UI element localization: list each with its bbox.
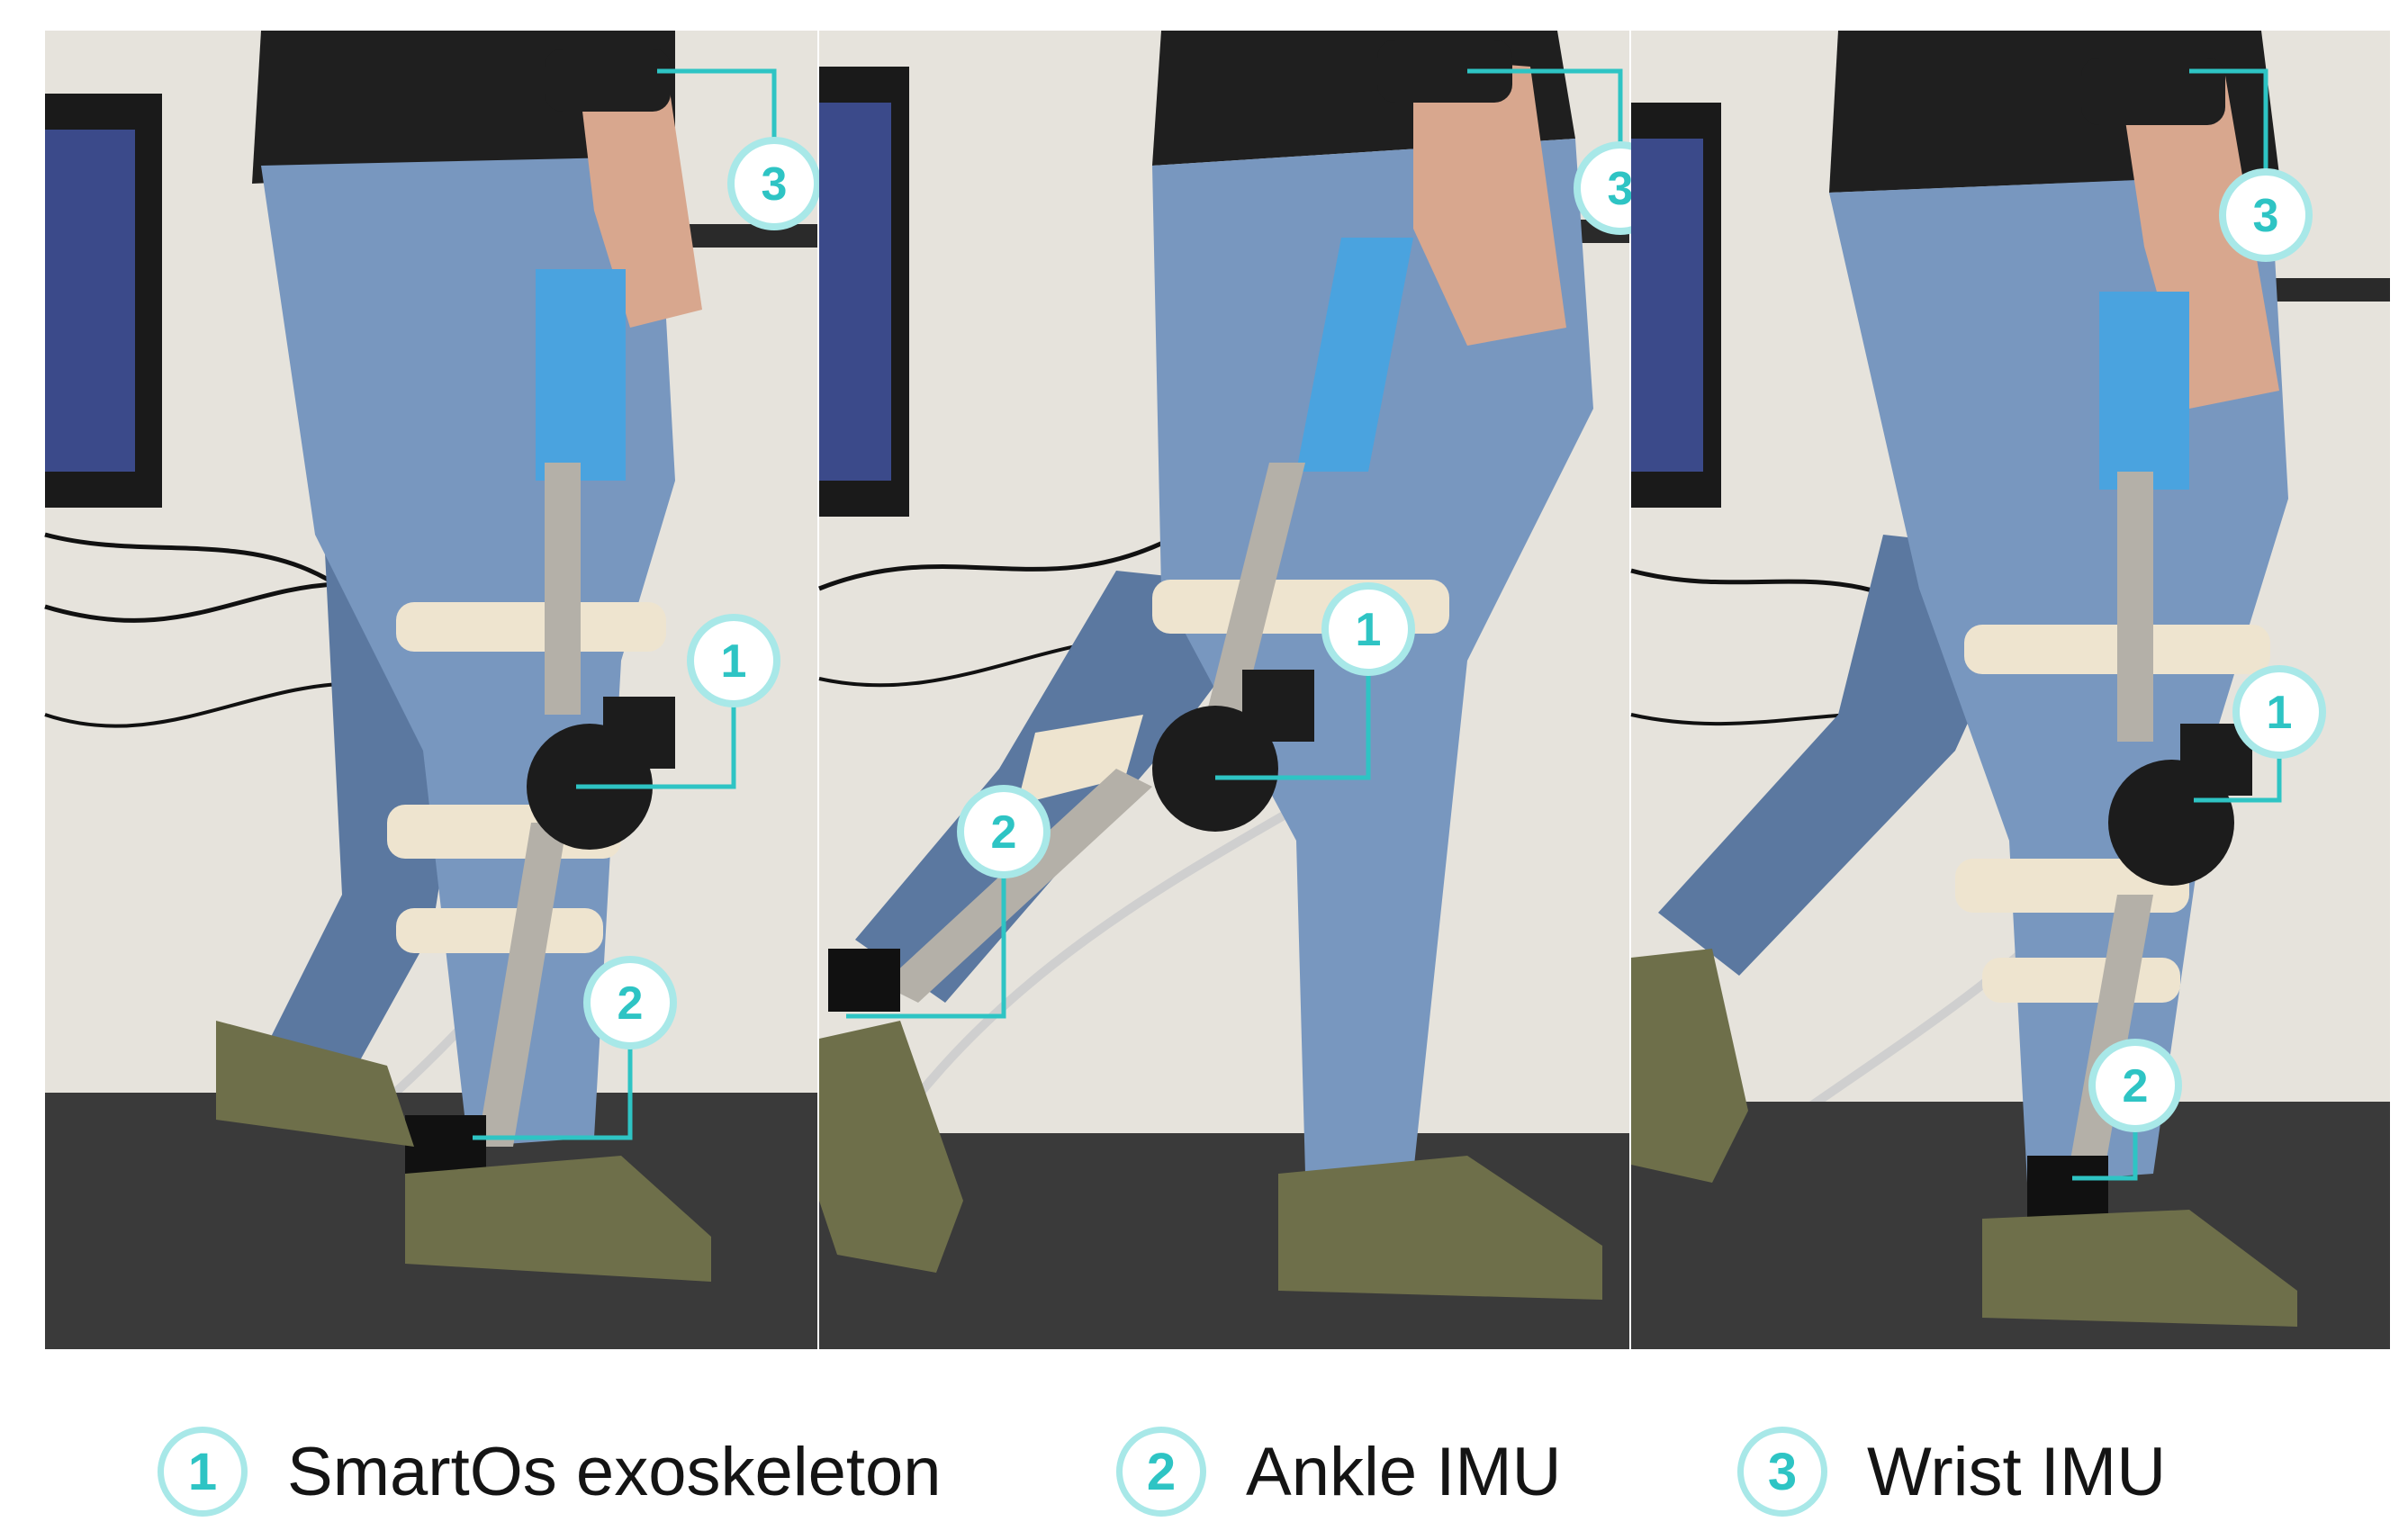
exo-driver (603, 697, 675, 769)
ankle-imu (828, 949, 900, 1012)
number-circle-icon: 1 (158, 1427, 248, 1517)
arm (2117, 67, 2279, 409)
thigh-foam (2099, 292, 2189, 490)
callout-1-badge: 1 (687, 614, 780, 707)
thigh-strap (396, 602, 666, 652)
callout-1-number: 1 (1356, 604, 1382, 656)
legend-item-ankle-imu: 2 Ankle IMU (1116, 1422, 1562, 1521)
legend-item-wrist-imu: 3 Wrist IMU (1737, 1422, 2166, 1521)
shin-strap (1982, 958, 2180, 1003)
front-shoe (405, 1156, 711, 1282)
back-shoe (216, 1021, 414, 1147)
callout-3-number: 3 (762, 158, 788, 211)
knee-strap (1017, 715, 1143, 805)
callout-2-leader (846, 872, 1006, 1019)
monitor-screen (1631, 139, 1703, 472)
arm (576, 58, 702, 328)
monitor-screen (819, 103, 891, 481)
front-shoe (1278, 1156, 1602, 1300)
ankle-imu (405, 1115, 486, 1178)
exo-frame-upper (1206, 463, 1305, 715)
callout-1-leader (1215, 670, 1371, 780)
exo-frame-lower (882, 769, 1152, 1003)
legend-label: SmartOs exoskeleton (287, 1433, 942, 1510)
legend-item-exoskeleton: 1 SmartOs exoskeleton (158, 1422, 942, 1521)
back-shoe (819, 1021, 963, 1273)
ankle-imu (2027, 1156, 2108, 1219)
callout-3-number: 3 (1608, 163, 1634, 215)
photo-panel-heel-strike: 3 1 2 (1630, 31, 2390, 1349)
exo-frame-lower (477, 823, 567, 1147)
wrist-imu-strap (2081, 58, 2225, 125)
callout-2-badge: 2 (957, 785, 1051, 878)
number-circle-icon: 2 (1116, 1427, 1206, 1517)
callout-3-badge: 3 (2219, 168, 2313, 262)
callout-2-number: 2 (991, 806, 1017, 859)
callout-1-badge: 1 (1321, 582, 1415, 676)
callout-3-leader (2189, 68, 2268, 206)
arm (1413, 58, 1566, 346)
exo-frame-upper (545, 463, 581, 715)
photo-panel-stance: 3 1 2 (44, 31, 821, 1349)
callout-1-number: 1 (721, 635, 747, 688)
thigh-foam (1296, 238, 1413, 472)
monitor-screen (45, 130, 135, 472)
legend-label: Ankle IMU (1246, 1433, 1562, 1510)
shin-strap (396, 908, 603, 953)
wrist-imu-strap (545, 49, 671, 112)
callout-1-number: 1 (2267, 687, 2293, 739)
callout-2-leader (473, 1043, 633, 1140)
callout-2-number: 2 (618, 977, 644, 1030)
callout-3-badge: 3 (727, 137, 821, 230)
callout-1-leader (576, 701, 736, 789)
callout-1-badge: 1 (2232, 665, 2326, 759)
wrist-imu-strap (1377, 40, 1512, 103)
number-circle-icon: 3 (1737, 1427, 1827, 1517)
exo-driver (1242, 670, 1314, 742)
exo-frame-upper (2117, 472, 2153, 742)
callout-2-number: 2 (2123, 1060, 2149, 1112)
callout-3-number: 3 (2253, 190, 2279, 242)
legend: 1 SmartOs exoskeleton 2 Ankle IMU 3 Wris… (0, 1422, 2408, 1521)
front-shoe (1982, 1210, 2297, 1327)
thigh-foam (536, 269, 626, 481)
callout-2-badge: 2 (2088, 1039, 2182, 1132)
back-shoe (1631, 949, 1748, 1183)
callout-2-badge: 2 (583, 956, 677, 1049)
legend-label: Wrist IMU (1867, 1433, 2167, 1510)
photo-panel-swing: 3 1 2 (818, 31, 1667, 1349)
